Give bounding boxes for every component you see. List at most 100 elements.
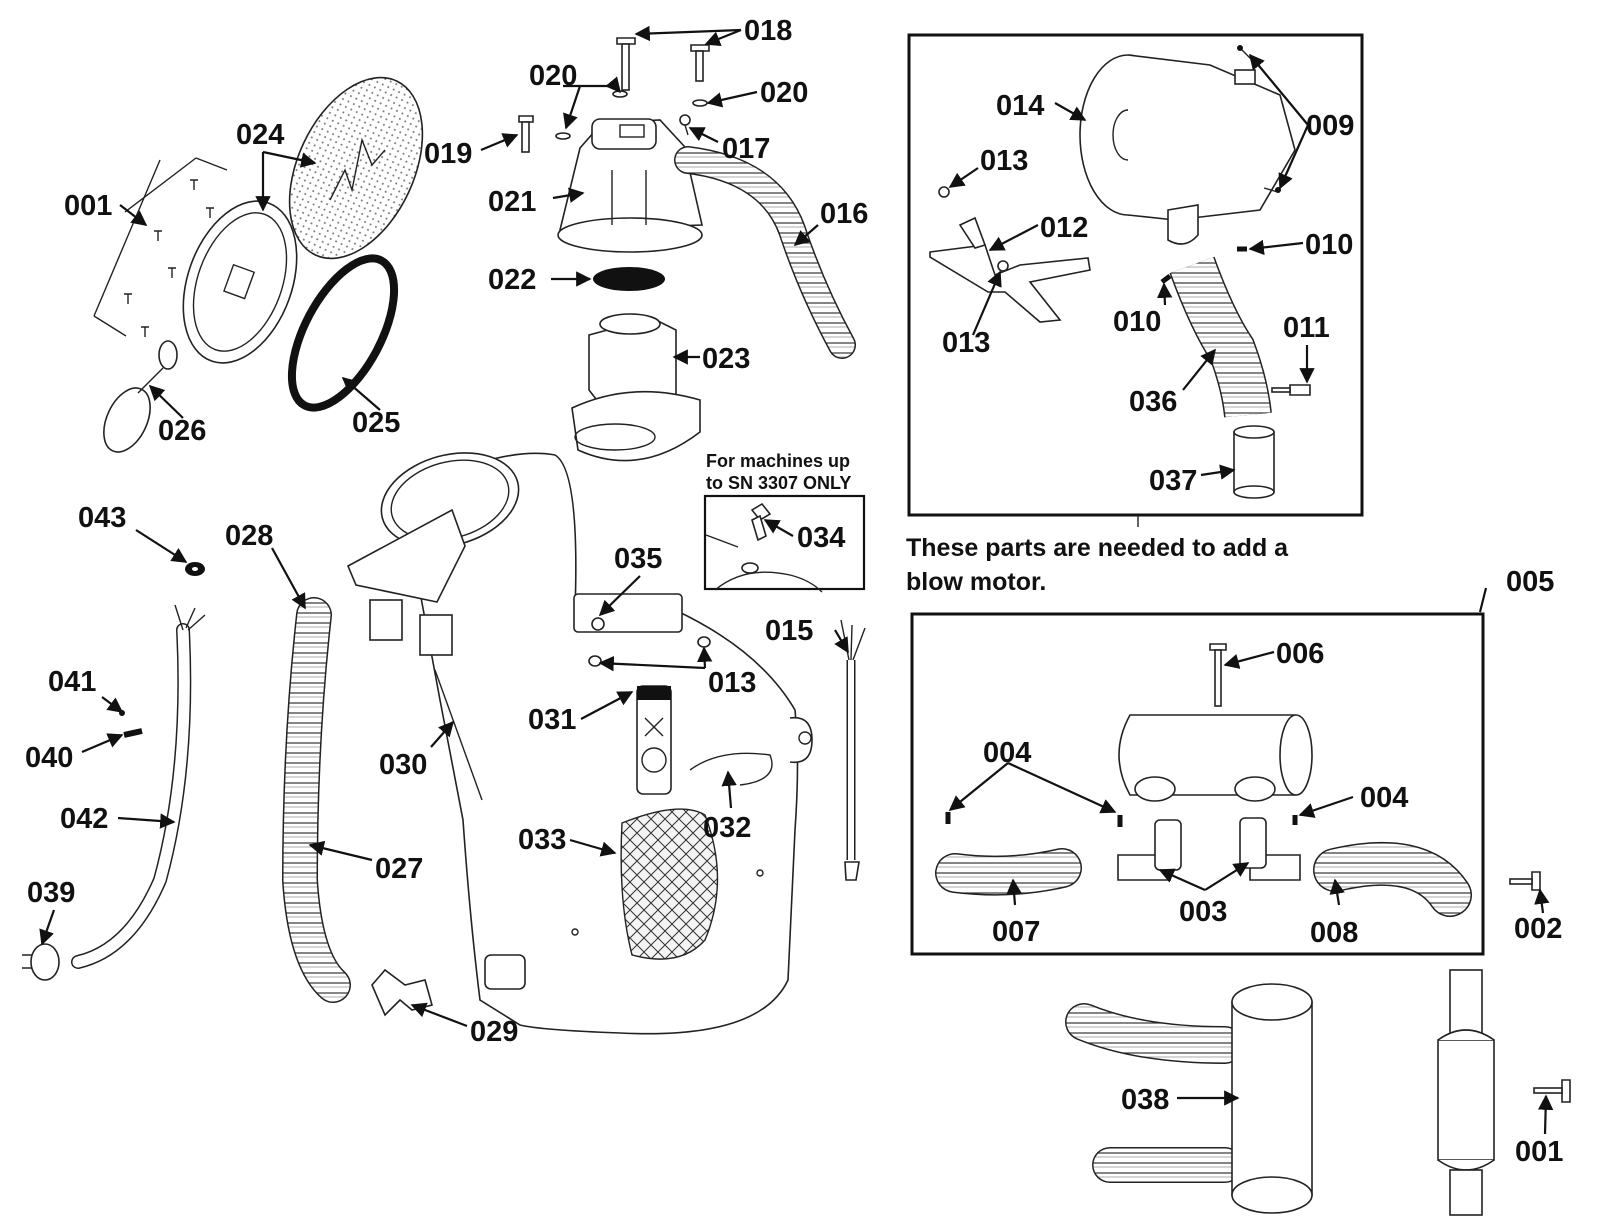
label-009: 009 xyxy=(1306,110,1354,142)
label-028: 028 xyxy=(225,520,273,552)
blow-motor-note-line1: These parts are needed to add a xyxy=(906,534,1289,562)
label-020-right: 020 xyxy=(760,77,808,109)
screw-set-001 xyxy=(93,157,228,337)
label-031: 031 xyxy=(528,704,576,736)
label-023: 023 xyxy=(702,343,750,375)
filter-disc-024 xyxy=(288,76,424,260)
label-039: 039 xyxy=(27,877,75,909)
label-004-right: 004 xyxy=(1360,782,1408,814)
label-036: 036 xyxy=(1129,386,1177,418)
label-018: 018 xyxy=(744,15,792,47)
screw-004 xyxy=(945,812,1298,827)
muffler-tank xyxy=(1118,714,1313,802)
sn-note-line2: to SN 3307 ONLY xyxy=(706,473,851,493)
hose-027-028 xyxy=(281,597,351,1003)
label-002: 002 xyxy=(1514,913,1562,945)
screw-010 xyxy=(1160,246,1247,284)
drain-valve-035 xyxy=(591,617,605,631)
motor-cover-021 xyxy=(557,118,703,253)
label-010-left: 010 xyxy=(1113,306,1161,338)
label-003: 003 xyxy=(1179,896,1227,928)
screw-006 xyxy=(1209,643,1227,707)
label-025: 025 xyxy=(352,407,400,439)
label-040: 040 xyxy=(25,742,73,774)
label-020-left: 020 xyxy=(529,60,577,92)
blow-motor-kit-frame xyxy=(907,33,1364,517)
label-041: 041 xyxy=(48,666,96,698)
cord-015 xyxy=(840,619,866,881)
blow-motor-014 xyxy=(1079,54,1296,245)
label-019: 019 xyxy=(424,138,472,170)
serial-number-inset-frame xyxy=(703,494,866,591)
label-016: 016 xyxy=(820,198,868,230)
nut-013-kit xyxy=(938,186,1009,272)
filter-bag-033 xyxy=(620,808,719,960)
label-030: 030 xyxy=(379,749,427,781)
screw-002 xyxy=(1509,871,1541,891)
label-038: 038 xyxy=(1121,1084,1169,1116)
gasket-022 xyxy=(593,267,665,291)
blow-motor-note-line2: blow motor. xyxy=(906,568,1046,596)
label-042: 042 xyxy=(60,803,108,835)
label-001-bottom: 001 xyxy=(1515,1136,1563,1168)
hose-016 xyxy=(674,146,856,359)
label-001-top: 001 xyxy=(64,190,112,222)
label-015: 015 xyxy=(765,615,813,647)
label-043: 043 xyxy=(78,502,126,534)
label-013-kit-top: 013 xyxy=(980,145,1028,177)
sn-note-line1: For machines up xyxy=(706,451,850,471)
label-027: 027 xyxy=(375,853,423,885)
part-labels: 018 020 020 019 017 021 016 022 023 024 … xyxy=(25,15,1563,1168)
label-006: 006 xyxy=(1276,638,1324,670)
screw-019 xyxy=(518,115,534,153)
label-012: 012 xyxy=(1040,212,1088,244)
terminal-040 xyxy=(123,728,143,738)
label-011: 011 xyxy=(1283,312,1330,344)
washer-043 xyxy=(185,562,205,576)
recovery-tank-030 xyxy=(346,452,813,1035)
leader-lines xyxy=(39,25,1554,1135)
label-008: 008 xyxy=(1310,917,1358,949)
label-004-left: 004 xyxy=(983,737,1031,769)
hose-036 xyxy=(1169,256,1272,418)
label-017: 017 xyxy=(722,133,770,165)
screw-011 xyxy=(1271,384,1311,396)
inline-filter xyxy=(1437,969,1495,1216)
label-007: 007 xyxy=(992,916,1040,948)
label-005: 005 xyxy=(1506,566,1554,598)
elbow-003 xyxy=(1117,817,1301,881)
hose-007 xyxy=(935,848,1082,896)
tube-037 xyxy=(1233,425,1275,499)
label-024: 024 xyxy=(236,119,284,151)
fitting-034 xyxy=(705,502,823,593)
label-037: 037 xyxy=(1149,465,1197,497)
label-022: 022 xyxy=(488,264,536,296)
label-013-kit-bottom: 013 xyxy=(942,327,990,359)
power-cord-042 xyxy=(71,604,206,969)
tether-026 xyxy=(103,340,178,453)
float-031 xyxy=(636,685,672,795)
label-026: 026 xyxy=(158,415,206,447)
label-035: 035 xyxy=(614,543,662,575)
label-014: 014 xyxy=(996,90,1044,122)
hose-008 xyxy=(1313,841,1472,917)
screw-001-bottom xyxy=(1533,1079,1571,1103)
label-010-right: 010 xyxy=(1305,229,1353,261)
label-029: 029 xyxy=(470,1016,518,1048)
label-033: 033 xyxy=(518,824,566,856)
label-021: 021 xyxy=(488,186,536,218)
kit-005-frame xyxy=(910,612,1485,956)
plug-039 xyxy=(22,943,60,981)
vacuum-motor-023 xyxy=(571,313,701,462)
bracket-012 xyxy=(929,216,1091,323)
label-032: 032 xyxy=(703,812,751,844)
label-034: 034 xyxy=(797,522,845,554)
gasket-ring-025 xyxy=(287,254,399,412)
lid-plate-024 xyxy=(182,200,298,364)
muffler-038 xyxy=(1065,983,1313,1214)
screw-018 xyxy=(616,37,710,91)
hose-032 xyxy=(689,752,773,786)
label-013-tank: 013 xyxy=(708,667,756,699)
screw-017 xyxy=(679,114,691,136)
